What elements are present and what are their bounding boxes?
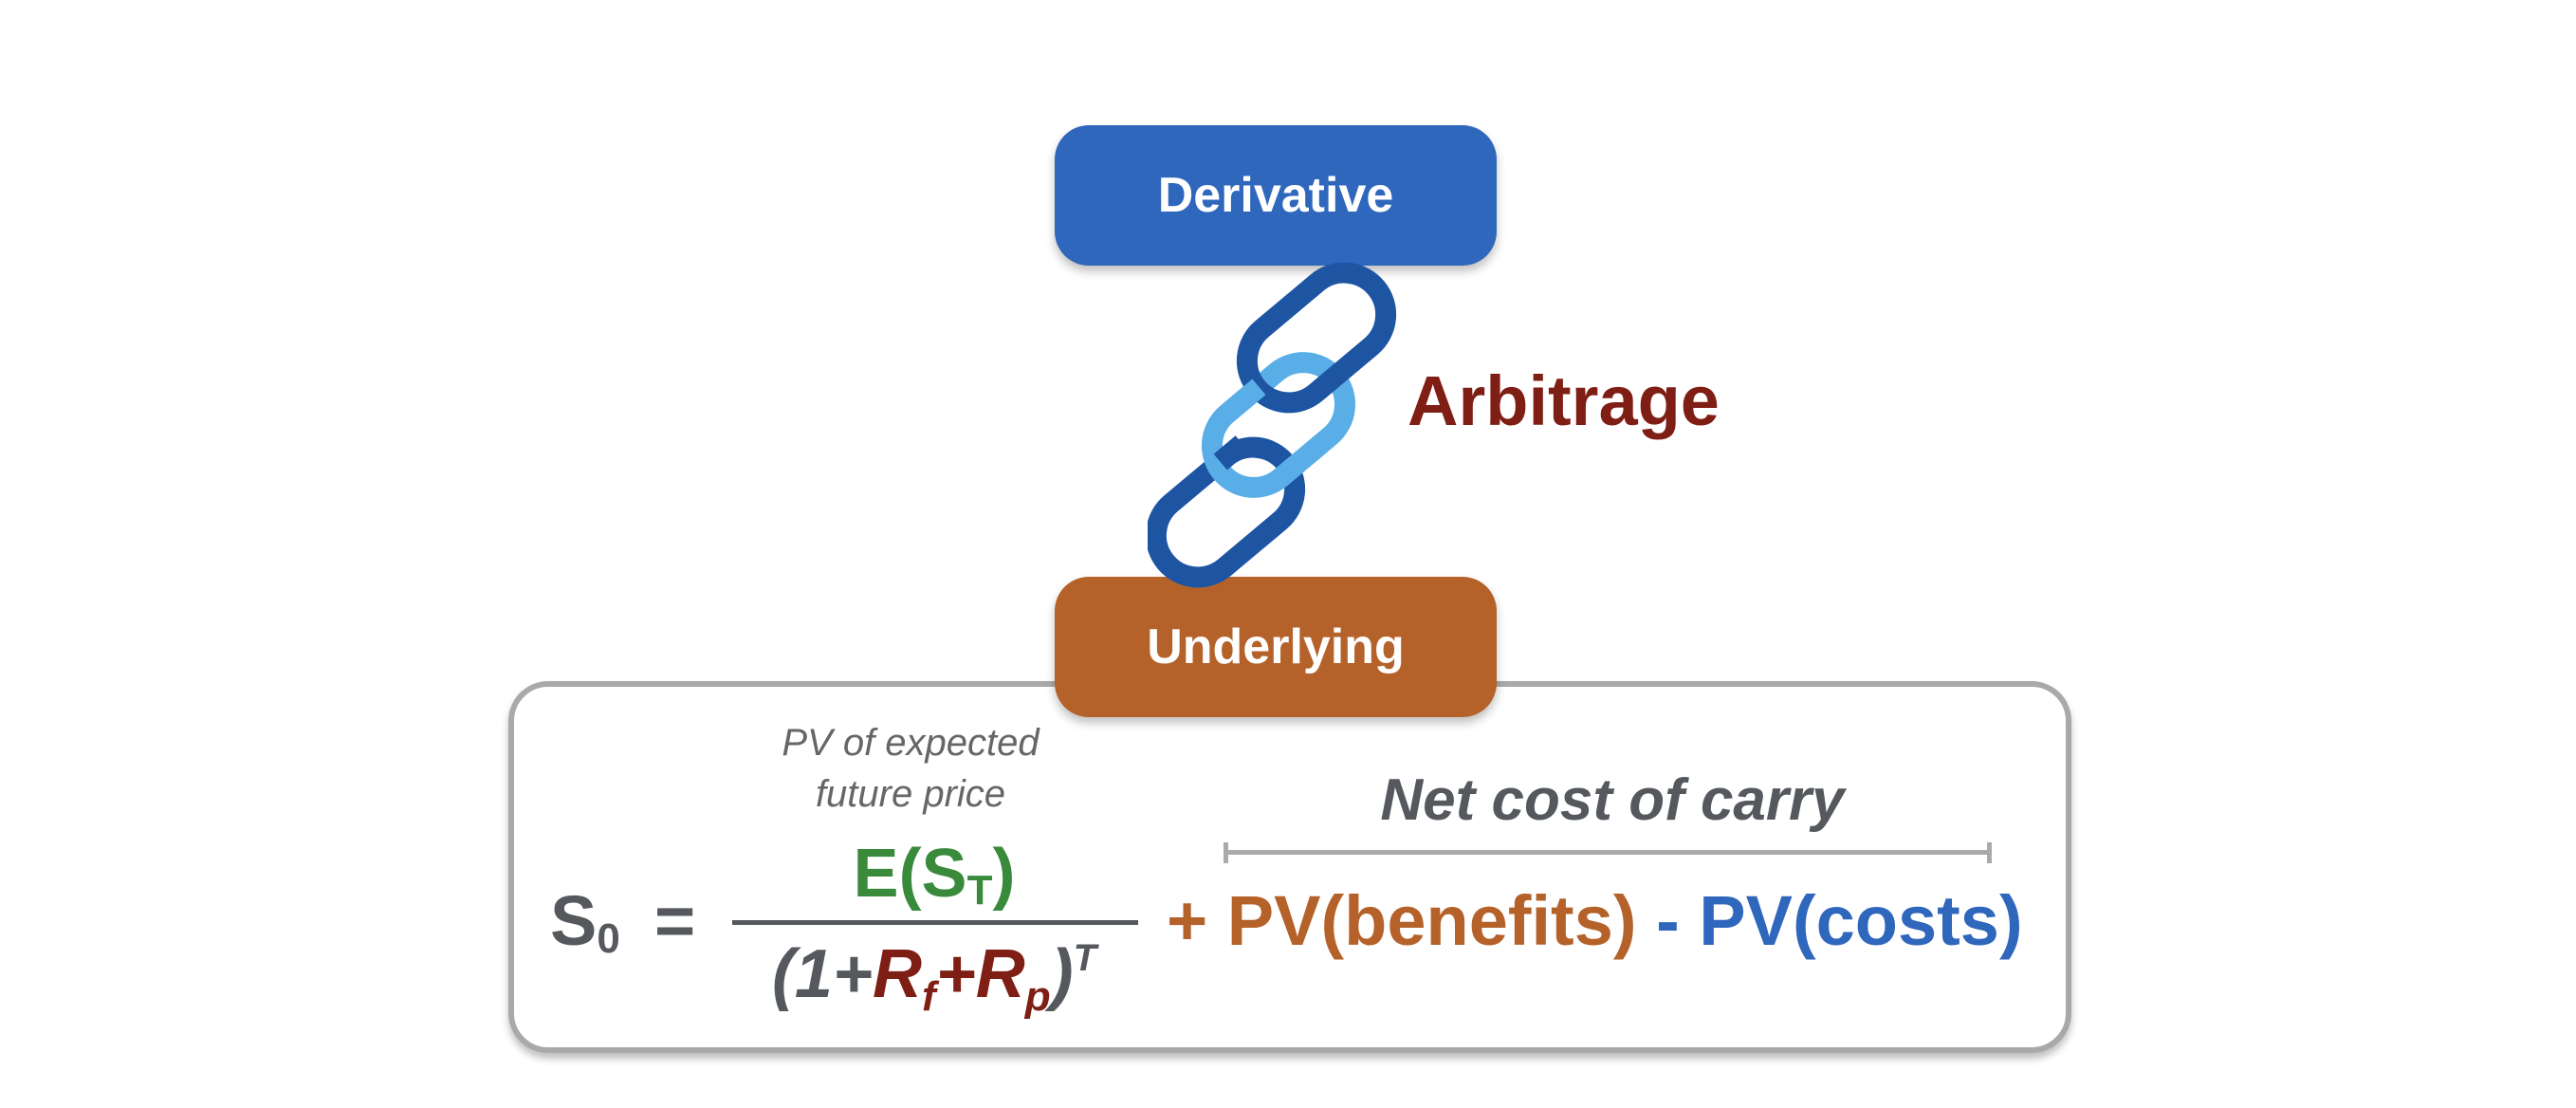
denominator-close: ) — [1050, 936, 1074, 1012]
underlying-label: Underlying — [1147, 619, 1405, 674]
net-cost-of-carry-label: Net cost of carry — [1380, 767, 1845, 833]
plus-sign: + — [1167, 881, 1208, 960]
cost-of-carry-terms: + PV(benefits) - PV(costs) — [1167, 880, 2023, 961]
pv-note-line1: PV of expected — [782, 722, 1040, 764]
numerator-expected-price: E(ST) — [730, 835, 1138, 914]
s-subscript: 0 — [597, 915, 620, 962]
underlying-box: Underlying — [1055, 577, 1497, 717]
pv-expected-future-price-note: PV of expected future price — [740, 717, 1081, 820]
bracket-tick-right — [1987, 842, 1992, 863]
risk-free-rate: Rf+Rp — [873, 936, 1051, 1020]
derivative-label: Derivative — [1157, 168, 1394, 223]
pv-costs-term: PV(costs) — [1699, 881, 2023, 960]
pv-note-line2: future price — [815, 773, 1006, 815]
minus-sign: - — [1656, 881, 1680, 960]
numerator-suffix: ) — [992, 836, 1016, 912]
pv-benefits-term: PV(benefits) — [1226, 881, 1637, 960]
net-cost-bracket — [1224, 842, 1992, 863]
rp-symbol: R — [975, 936, 1025, 1012]
derivative-box: Derivative — [1055, 125, 1497, 266]
formula-box — [508, 681, 2071, 1053]
chain-icon — [1148, 262, 1397, 588]
spot-price-symbol: S0 — [550, 880, 620, 963]
s-symbol: S — [550, 881, 598, 960]
numerator-subscript: T — [966, 867, 993, 914]
bracket-bar — [1224, 850, 1992, 855]
arbitrage-label: Arbitrage — [1408, 361, 1720, 440]
rf-subscript: f — [922, 973, 936, 1020]
rp-subscript: p — [1024, 973, 1051, 1020]
denominator-discount-factor: (1+Rf+Rp)T — [730, 935, 1138, 1021]
numerator-prefix: E(S — [853, 836, 967, 912]
rate-plus-sign: + — [935, 936, 976, 1012]
denominator-exponent: T — [1073, 937, 1097, 979]
equals-sign: = — [654, 881, 696, 960]
bracket-tick-left — [1224, 842, 1228, 863]
denominator-open: (1+ — [771, 936, 874, 1012]
fraction-line — [732, 920, 1138, 925]
rf-symbol: R — [873, 936, 923, 1012]
